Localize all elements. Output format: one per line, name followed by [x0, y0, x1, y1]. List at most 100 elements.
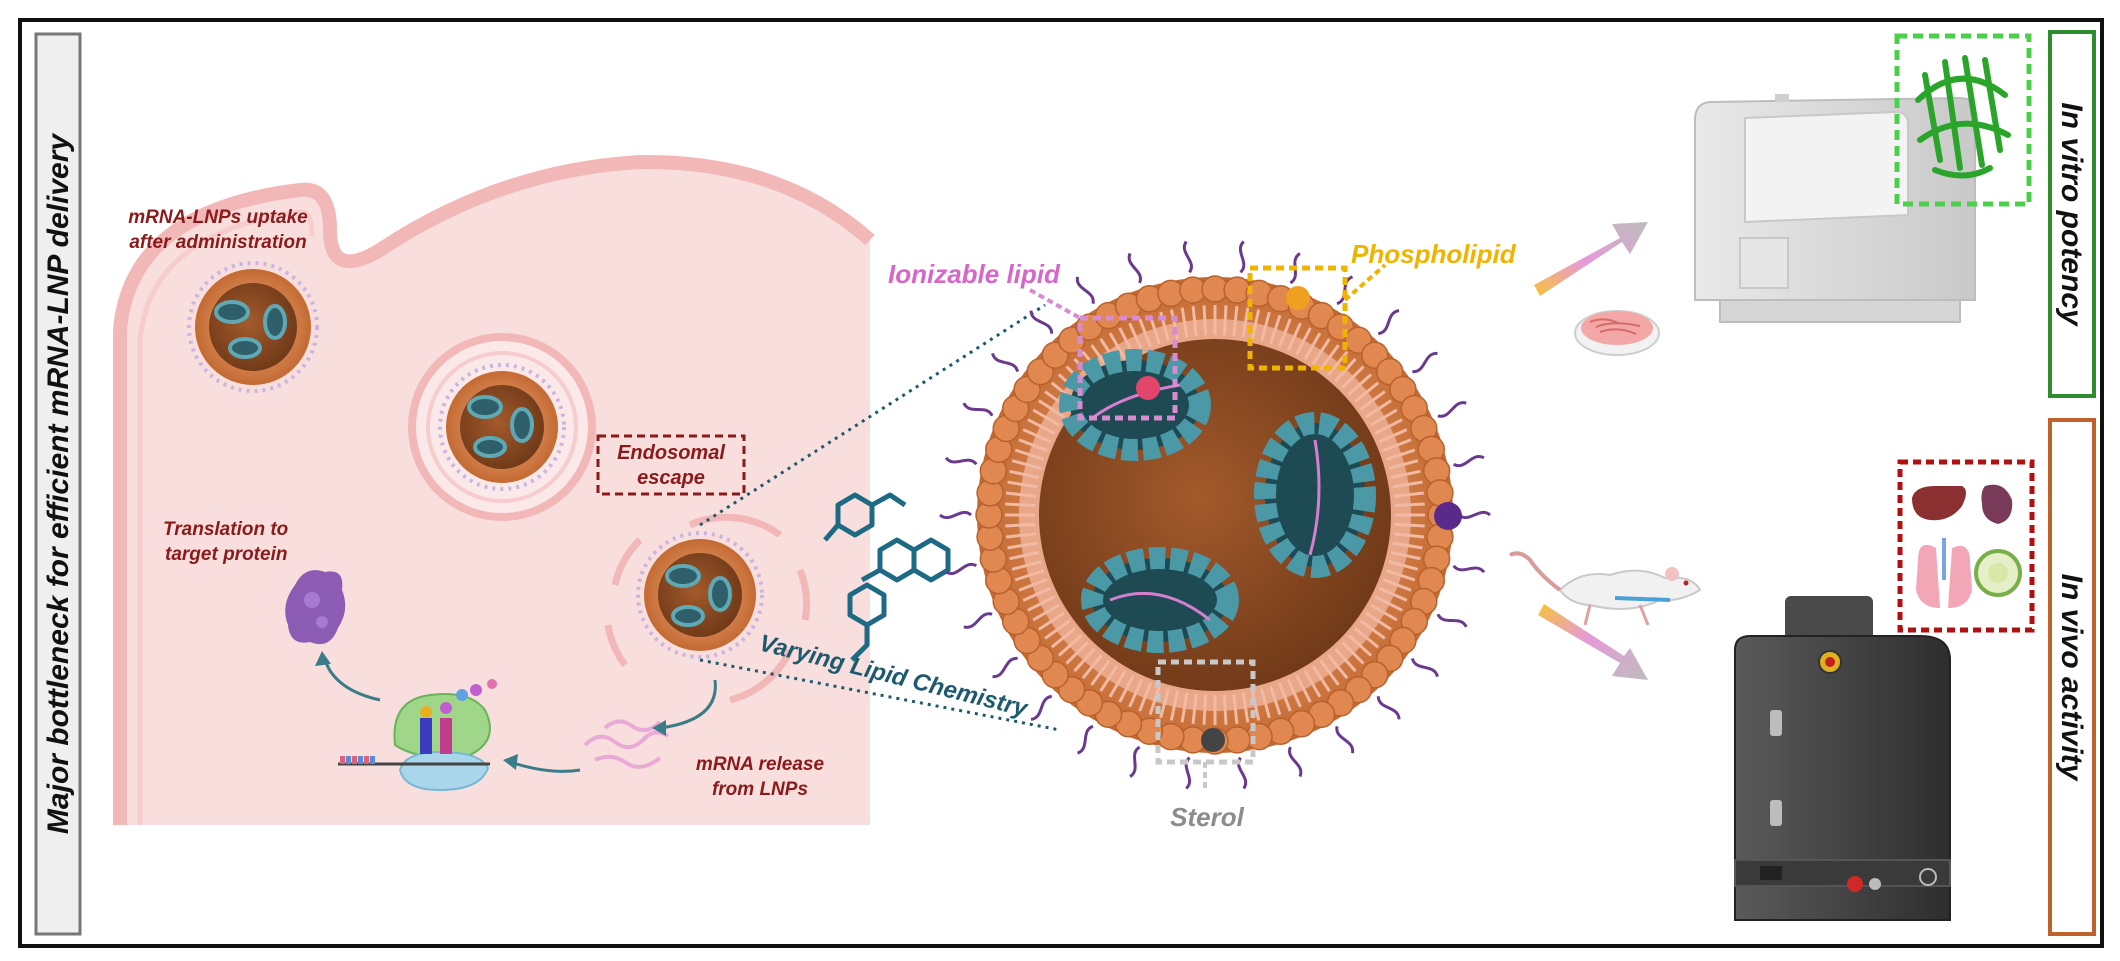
- lipid-tail: [1250, 690, 1261, 721]
- lipid-tail: [1311, 665, 1331, 692]
- ionizable-lipid-label: Ionizable lipid: [888, 259, 1061, 289]
- lipid-tail: [1295, 327, 1312, 356]
- mouse-icon: [1509, 551, 1702, 626]
- peg-chain: [1410, 657, 1439, 678]
- lipid-tail: [1005, 522, 1036, 528]
- lipid-tail: [1073, 647, 1096, 673]
- lipid-tail: [1159, 688, 1170, 719]
- ionizable-lipid-head: [1136, 376, 1160, 400]
- lipid-tail: [1007, 480, 1038, 489]
- lipid-tail: [1365, 611, 1392, 631]
- lipid-tail: [1260, 688, 1271, 719]
- lnp-uptake: [187, 261, 319, 393]
- phospholipid-head: [1286, 286, 1310, 310]
- lipid-tail: [1382, 578, 1412, 592]
- peg-chain: [1030, 694, 1053, 721]
- invivo-title: In vivo activity: [2055, 574, 2088, 782]
- lipid-tail: [1011, 459, 1042, 470]
- peg-chain: [963, 612, 993, 629]
- organs-box: [1897, 459, 2035, 633]
- lipid-tail: [1390, 550, 1421, 561]
- uptake-label-2: after administration: [129, 232, 306, 253]
- lipid-tail: [1353, 381, 1380, 403]
- translation-label-1: Translation to: [163, 519, 288, 540]
- left-title: Major bottleneck for efficient mRNA-LNP …: [42, 133, 75, 834]
- lipid-tail: [1393, 491, 1425, 498]
- lipid-tail: [1260, 311, 1271, 342]
- lipid-tail: [1311, 338, 1331, 365]
- lipid-tail: [1334, 647, 1357, 673]
- lipid-tail: [1241, 307, 1250, 338]
- peg-chain: [1238, 240, 1246, 274]
- lipid-tail: [1202, 694, 1208, 725]
- lipid-tail: [1032, 408, 1060, 427]
- lipid-tail: [1278, 682, 1292, 712]
- peg-chain: [1412, 351, 1438, 374]
- lipid-tail: [1341, 365, 1365, 389]
- organs-icon: [1912, 484, 2022, 608]
- peg-chain: [1029, 310, 1054, 334]
- lipid-tail: [1090, 659, 1111, 686]
- mrna-micelle-2: [1254, 412, 1376, 578]
- lipid-tail: [1018, 438, 1048, 452]
- lipid-tail: [1303, 332, 1322, 360]
- peg-chain: [991, 352, 1020, 373]
- invivo-title-box: [2048, 418, 2096, 936]
- peg-chain: [992, 656, 1018, 679]
- lipid-tail: [1202, 305, 1208, 336]
- lipid-tail: [1065, 641, 1089, 665]
- mrna-micelle-3: [1081, 547, 1239, 653]
- lipid-tail: [1378, 586, 1408, 602]
- lipid-tail: [1374, 595, 1403, 612]
- lipid-tail: [1303, 670, 1322, 698]
- lipid-tail: [1057, 634, 1083, 657]
- lipid-tail: [1341, 641, 1365, 665]
- lipid-tail: [1286, 322, 1302, 352]
- lipid-chemistry-icon: [823, 492, 951, 662]
- petri-dish-icon: [1574, 310, 1660, 356]
- lipid-tail: [1347, 634, 1373, 657]
- lipid-tail: [1148, 685, 1161, 716]
- peg-chain: [1377, 309, 1400, 336]
- lipid-tail: [1180, 307, 1189, 338]
- endosomal-escape-box: [596, 434, 746, 496]
- lipid-tail: [1222, 305, 1228, 336]
- lipid-tail: [1014, 569, 1045, 582]
- lipid-tail: [1138, 318, 1152, 348]
- target-protein-icon: [285, 570, 346, 645]
- mrna-micelle-1: [1059, 349, 1211, 461]
- lipid-tail: [1359, 619, 1386, 640]
- cell-arrows: [323, 659, 717, 773]
- lipid-tail: [1022, 428, 1052, 444]
- sterol-head: [1201, 728, 1225, 752]
- lipid-tail: [1394, 522, 1425, 528]
- ionizable-callout-box: [1077, 315, 1178, 421]
- sterol-callout-box: [1155, 659, 1256, 765]
- lipid-tail: [1269, 685, 1282, 716]
- lipid-tail: [1005, 532, 1037, 539]
- lipid-tail: [1005, 502, 1036, 508]
- lipid-tail: [1334, 357, 1357, 383]
- lipid-tail: [1390, 469, 1421, 480]
- lipid-tail: [1038, 399, 1065, 419]
- lipid-tail: [1388, 560, 1419, 571]
- escape-label-1: Endosomal: [617, 442, 725, 464]
- phospholipid-label: Phospholipid: [1351, 239, 1517, 269]
- released-mrna: [583, 719, 670, 769]
- ivis-imager-icon: [1734, 596, 1951, 921]
- lipid-tail: [1385, 448, 1416, 461]
- sterol-label: Sterol: [1170, 802, 1244, 832]
- lipid-tail: [1241, 692, 1250, 723]
- peg-chain: [1129, 745, 1141, 778]
- peg-chain: [962, 402, 994, 417]
- gfp-box: [1894, 33, 2032, 207]
- lipid-tail: [1232, 305, 1239, 337]
- arrow-to-invitro: [1534, 222, 1648, 296]
- lipid-tail: [1365, 399, 1392, 419]
- lipid-tail: [1027, 595, 1056, 612]
- lipid-tail: [1250, 309, 1261, 340]
- lipid-tail: [1032, 603, 1060, 622]
- lipid-tail: [1378, 428, 1408, 444]
- lipid-tail: [1359, 390, 1386, 411]
